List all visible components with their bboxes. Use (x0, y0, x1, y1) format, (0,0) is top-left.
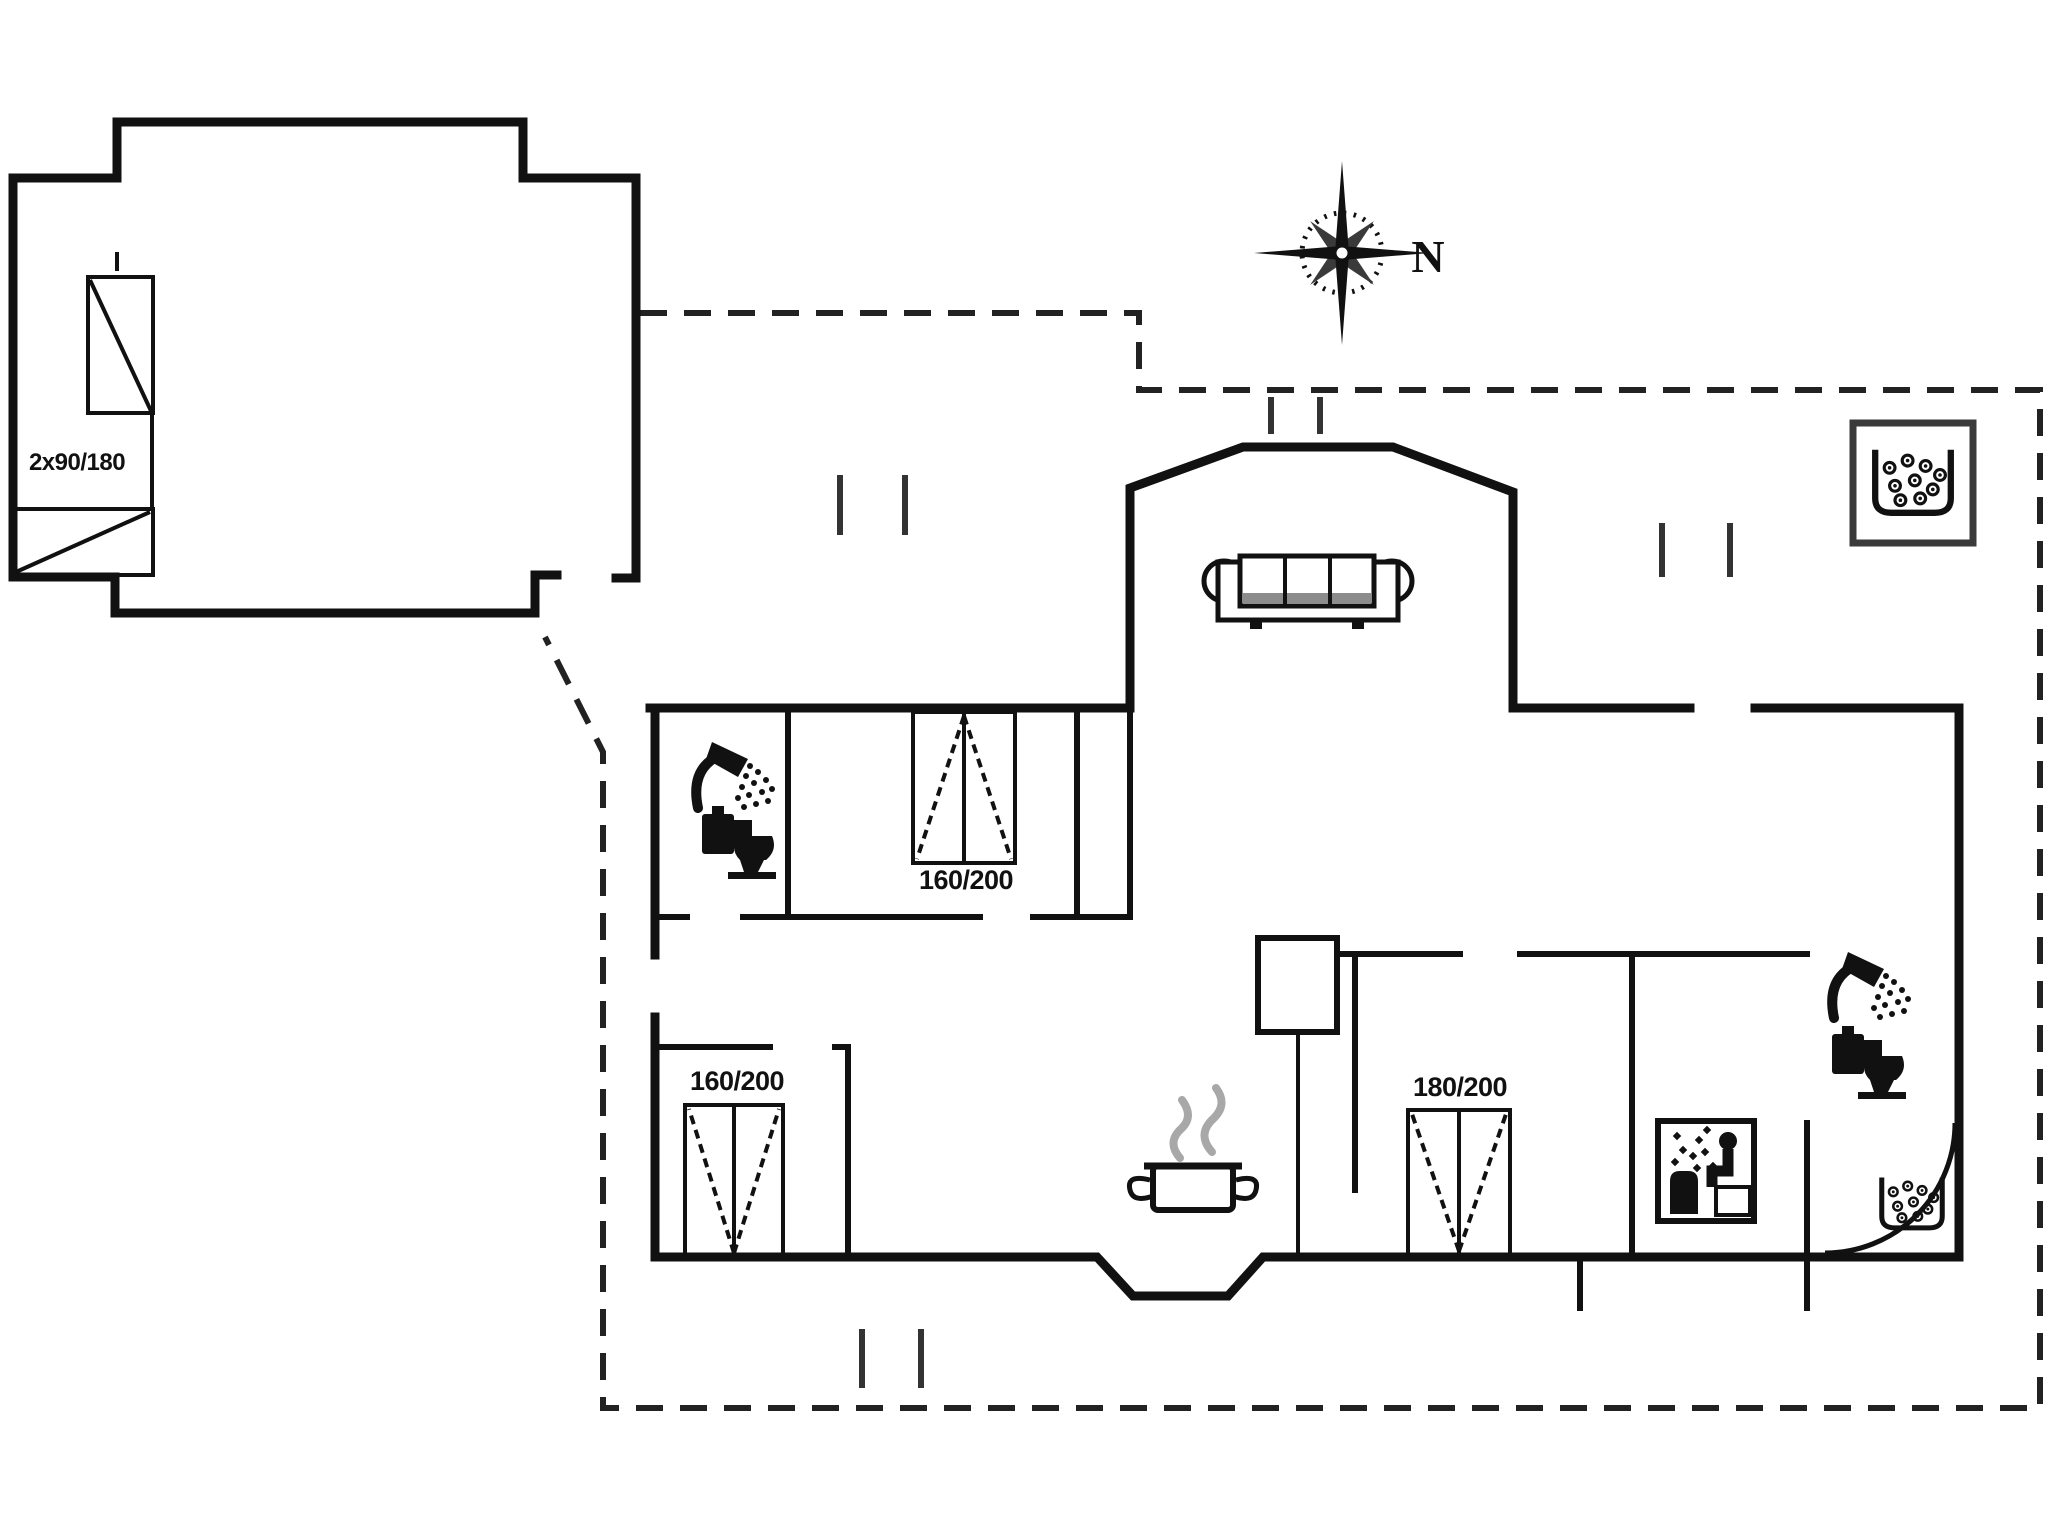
double-bed-icon (911, 710, 1017, 865)
bed-size-label-lower-left: 160/200 (690, 1066, 784, 1096)
shower-icon (696, 742, 775, 810)
toilet-icon (1832, 1026, 1906, 1099)
double-bed-icon (683, 1103, 785, 1259)
sauna-icon (1655, 1118, 1757, 1224)
terrace-boundary-dashed (542, 310, 2043, 1411)
double-bed-icon (1406, 1108, 1512, 1257)
sofa-icon (1201, 553, 1415, 629)
corner-shower-icon (1824, 1122, 1958, 1256)
wood-stove-icon (1255, 935, 1340, 1035)
bed-size-label-right: 180/200 (1413, 1072, 1507, 1102)
bed-size-label-annex: 2x90/180 (29, 449, 125, 476)
single-bed-icon (86, 275, 155, 415)
post-mark-icon (837, 397, 1733, 1388)
cooking-pot-icon (1126, 1084, 1260, 1213)
north-label: N (1411, 231, 1444, 282)
main-house-walls (645, 442, 1964, 1301)
shower-icon (1832, 952, 1911, 1020)
toilet-icon (702, 806, 776, 879)
bed-size-label-top: 160/200 (919, 865, 1013, 895)
whirlpool-icon (1849, 419, 1977, 547)
compass-rose-icon (1254, 161, 1430, 345)
single-bed-icon (11, 507, 155, 577)
interior-walls (652, 705, 1810, 1311)
annex-building-walls (8, 117, 641, 618)
